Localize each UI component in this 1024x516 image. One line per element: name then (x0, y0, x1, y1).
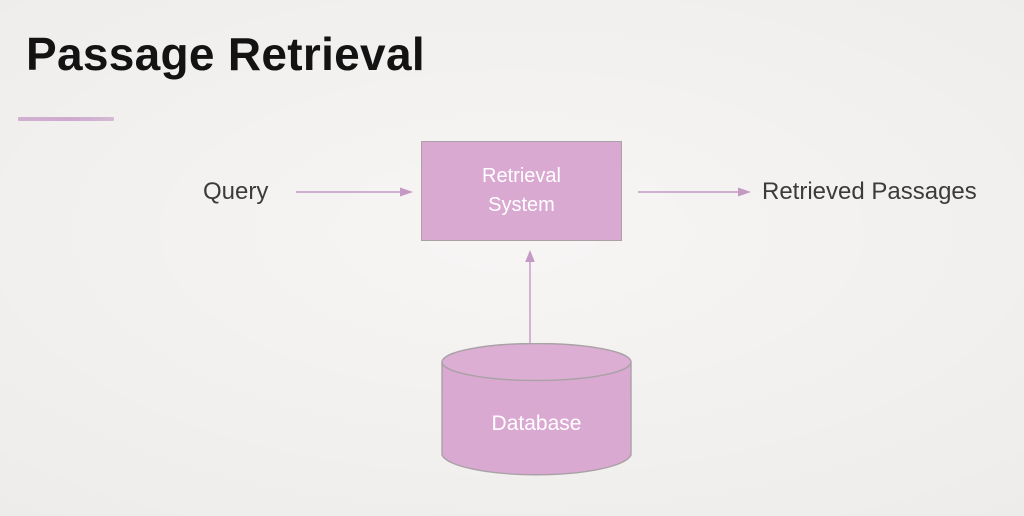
input-label-query: Query (203, 178, 269, 205)
output-label-retrieved-passages: Retrieved Passages (762, 178, 977, 205)
arrow-query-to-retrieval (296, 186, 414, 198)
title-accent-rule (18, 117, 114, 121)
page-title: Passage Retrieval (26, 28, 425, 80)
node-database[interactable]: Database (441, 343, 632, 479)
node-retrieval-system[interactable]: Retrieval System (421, 141, 622, 241)
node-retrieval-system-label: Retrieval System (482, 165, 561, 216)
arrow-retrieval-to-passages (638, 186, 752, 198)
arrow-database-to-retrieval (520, 250, 540, 346)
